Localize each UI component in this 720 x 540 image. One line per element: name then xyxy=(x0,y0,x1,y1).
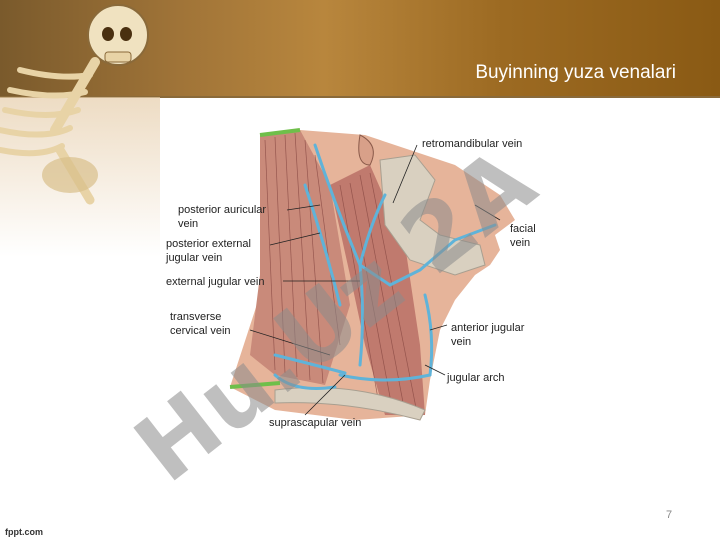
label-facial-vein: facial xyxy=(510,223,536,235)
label-posterior-auricular-vein: posterior auricular xyxy=(178,204,266,216)
label-external-jugular-vein: external jugular vein xyxy=(166,276,264,288)
leader-lines xyxy=(249,144,501,416)
label-anterior-jugular-vein: anterior jugular xyxy=(451,322,525,334)
label-transverse-cervical-vein-2: cervical vein xyxy=(170,325,231,337)
label-jugular-arch: jugular arch xyxy=(446,372,504,384)
ear xyxy=(358,134,374,166)
neck-veins-diagram: retromandibular vein posterior auricular… xyxy=(165,128,536,429)
neck-muscles xyxy=(229,128,425,415)
brand-logo: fppt.com xyxy=(5,527,43,537)
label-suprascapular-vein: suprascapular vein xyxy=(269,417,361,429)
veins xyxy=(273,143,497,390)
label-posterior-external-jugular-vein: posterior external xyxy=(166,238,251,250)
skeleton-illustration xyxy=(0,4,149,205)
label-transverse-cervical-vein: transverse xyxy=(170,311,221,323)
label-retromandibular-vein: retromandibular vein xyxy=(422,138,522,150)
slide-title: Buyinning yuza venalari xyxy=(475,62,676,83)
header-divider xyxy=(0,96,720,98)
page-number: 7 xyxy=(666,509,673,521)
label-facial-vein-2: vein xyxy=(510,237,530,249)
label-posterior-external-jugular-vein-2: jugular vein xyxy=(165,252,222,264)
label-posterior-auricular-vein-2: vein xyxy=(178,218,198,230)
label-anterior-jugular-vein-2: vein xyxy=(451,336,471,348)
